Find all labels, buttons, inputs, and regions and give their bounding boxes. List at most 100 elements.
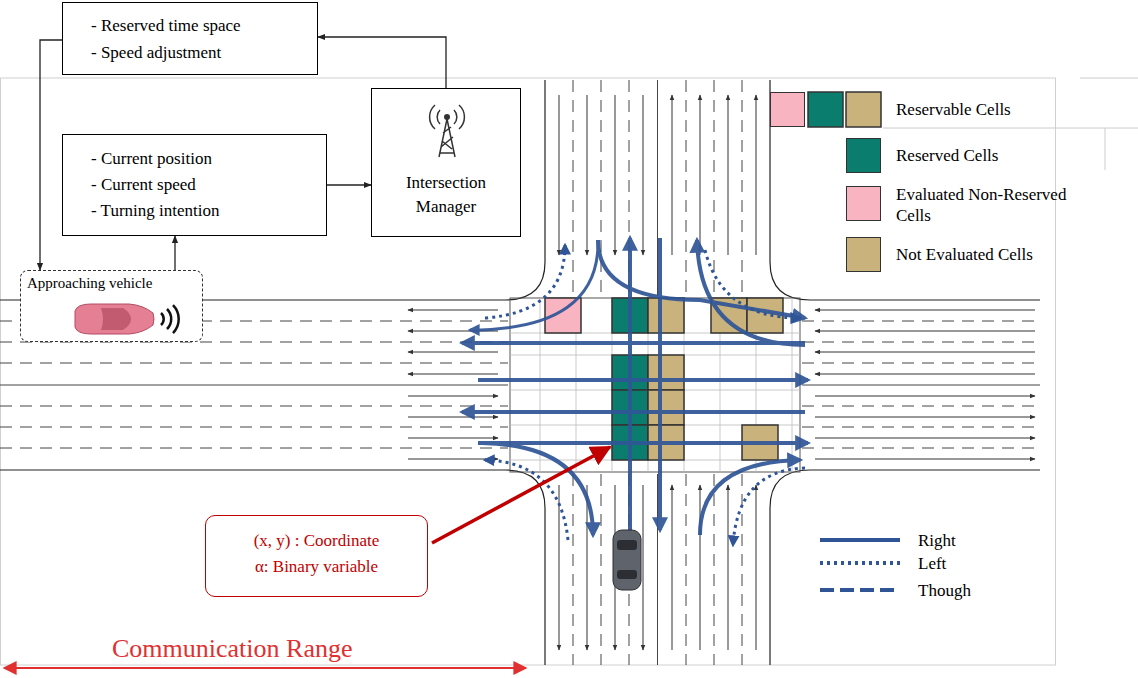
lane-divider <box>0 406 508 407</box>
legend-label: Not Evaluated Cells <box>896 244 1033 265</box>
through-arrow <box>478 378 808 382</box>
frame <box>1 78 1056 665</box>
legend-item: Though <box>918 580 971 601</box>
lane-divider <box>714 474 715 665</box>
node-text: - Speed adjustment <box>91 39 311 66</box>
lane-divider <box>802 406 1040 407</box>
lane-divider <box>0 427 508 428</box>
through-arrow <box>478 441 808 445</box>
legend-item: Evaluated Non-Reserved Cells <box>896 184 1101 226</box>
left-turn-arrow <box>485 460 568 540</box>
lane-arrow <box>815 331 1035 332</box>
legend-rule <box>1105 128 1106 170</box>
legend-rule <box>883 128 1138 129</box>
through-arrow <box>462 410 805 414</box>
flow-arrow <box>327 184 371 185</box>
legend-line <box>820 538 900 542</box>
lane-arrow <box>815 352 1035 353</box>
lane-arrow <box>408 438 498 439</box>
lane-divider <box>802 342 1040 343</box>
center-line <box>0 385 508 386</box>
road-lines <box>0 80 1040 665</box>
lane-divider <box>742 80 743 296</box>
lane-arrow <box>408 396 498 397</box>
road-edge <box>544 508 545 665</box>
lane-divider <box>714 80 715 296</box>
lane-arrow <box>408 352 498 353</box>
lane-arrow <box>815 459 1035 460</box>
lane-divider <box>573 80 574 296</box>
lane-arrow <box>756 485 757 650</box>
lane-arrow <box>672 95 673 255</box>
road-edge <box>544 80 545 262</box>
legend-item: Reserved Cells <box>896 145 998 166</box>
left-turn-arrow <box>705 250 800 318</box>
not-evaluated-cell <box>648 355 684 390</box>
lane-divider <box>802 427 1040 428</box>
car-window <box>617 570 637 579</box>
lane-arrow <box>408 374 498 375</box>
flow-arrow <box>174 236 175 270</box>
antenna-mast <box>439 119 455 157</box>
left-turn-arrow <box>485 245 565 318</box>
range-label: Communication Range <box>112 634 352 664</box>
lane-divider <box>0 363 508 364</box>
lane-arrow <box>815 438 1035 439</box>
node-text: Intersection Manager <box>376 171 516 219</box>
left-turn-arrows <box>485 245 805 545</box>
output-box: - Reserved time space- Speed adjustment <box>62 2 318 75</box>
movement-arrows <box>462 238 808 535</box>
lane-arrow <box>587 485 588 650</box>
intersection-area <box>510 298 800 472</box>
curb <box>505 262 545 300</box>
car-body <box>613 530 641 590</box>
lane-arrow <box>672 485 673 650</box>
lane-arrow <box>815 396 1035 397</box>
lane-divider <box>802 321 1040 322</box>
flow-arrow <box>40 40 62 270</box>
grid-line <box>792 298 793 472</box>
right-turn-arrow <box>700 460 800 535</box>
input-box: - Current position- Current speed- Turni… <box>62 134 327 236</box>
vehicle-icon <box>613 530 641 590</box>
center-line <box>657 474 658 665</box>
lane-arrow <box>643 95 644 255</box>
legend-swatch <box>846 237 881 272</box>
lane-arrow <box>728 95 729 255</box>
legend-label: Reserved Cells <box>896 145 998 166</box>
road-edge <box>810 299 1040 300</box>
node-text: α: Binary variable <box>214 554 419 580</box>
lane-divider <box>742 474 743 665</box>
signal-waves <box>161 305 179 333</box>
legend-label: Though <box>918 580 971 601</box>
lane-arrow <box>615 95 616 255</box>
manager-box: Intersection Manager <box>371 88 521 237</box>
car-icon <box>71 299 191 339</box>
flow-arrow <box>318 37 446 88</box>
node-text: - Current speed <box>91 172 320 198</box>
lane-divider <box>802 448 1040 449</box>
car-roof <box>101 308 131 330</box>
lane-divider <box>601 474 602 665</box>
legend-item: Reservable Cells <box>896 99 1011 120</box>
left-turn-arrow <box>733 468 805 545</box>
range-label: Communication Range <box>112 634 352 664</box>
lane-arrow <box>756 95 757 255</box>
right-turn-arrow <box>697 240 805 345</box>
curb <box>770 470 810 508</box>
legend-line <box>820 561 900 565</box>
signal-waves <box>430 105 465 129</box>
road-edge <box>769 508 770 665</box>
antenna-icon <box>427 97 467 159</box>
road-edge <box>0 469 505 470</box>
car-window <box>617 540 637 550</box>
callout-box: (x, y) : Coordinateα: Binary variable <box>205 515 428 597</box>
lane-arrow <box>700 95 701 255</box>
lane-lines <box>0 80 1040 665</box>
legend-label: Left <box>918 553 946 574</box>
center-line <box>802 385 1040 386</box>
lane-divider <box>573 474 574 665</box>
legend-label: Reservable Cells <box>896 99 1011 120</box>
curb <box>770 262 810 300</box>
legend-swatch <box>846 138 881 173</box>
